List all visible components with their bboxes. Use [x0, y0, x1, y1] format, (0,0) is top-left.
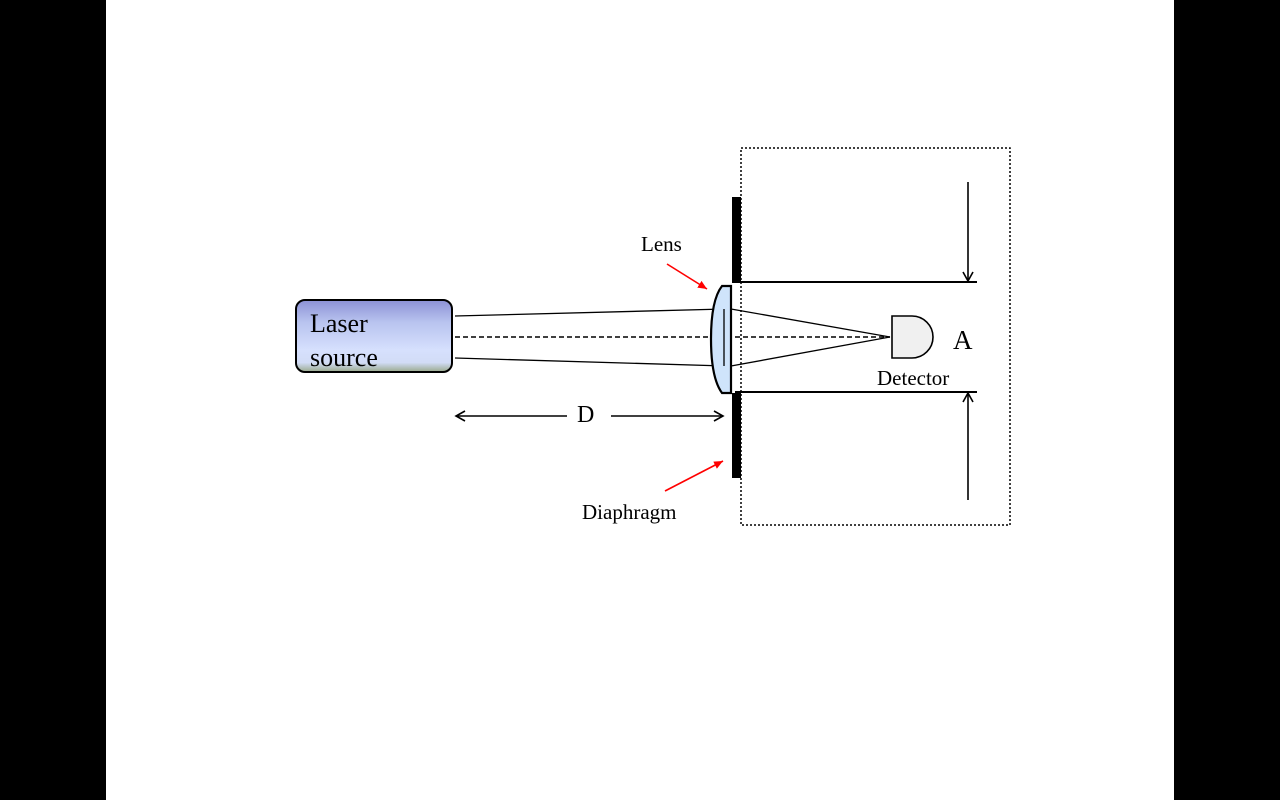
laser-source: Laser source	[295, 299, 453, 373]
diaphragm-label: Diaphragm	[582, 500, 677, 524]
aperture-label: A	[953, 325, 973, 355]
distance-label: D	[577, 402, 595, 428]
slide-canvas	[106, 0, 1174, 800]
beam-converge-upper	[730, 308, 891, 338]
detector-icon	[891, 315, 934, 359]
lens	[709, 284, 733, 395]
lens-pointer-arrow	[666, 263, 708, 290]
diaphragm-upper	[732, 197, 741, 283]
laser-label-line2: source	[310, 343, 378, 372]
beam-converge-lower	[730, 336, 891, 367]
detector-label: Detector	[877, 366, 950, 390]
lens-label: Lens	[641, 232, 682, 256]
laser-source-label: Laser source	[310, 307, 378, 375]
enclosure-box	[740, 147, 1011, 526]
beam-upper	[454, 308, 726, 317]
diaphragm-pointer-arrow	[664, 460, 724, 492]
laser-label-line1: Laser	[310, 309, 368, 338]
diaphragm-lower	[732, 393, 741, 478]
beam-lower	[454, 357, 726, 367]
